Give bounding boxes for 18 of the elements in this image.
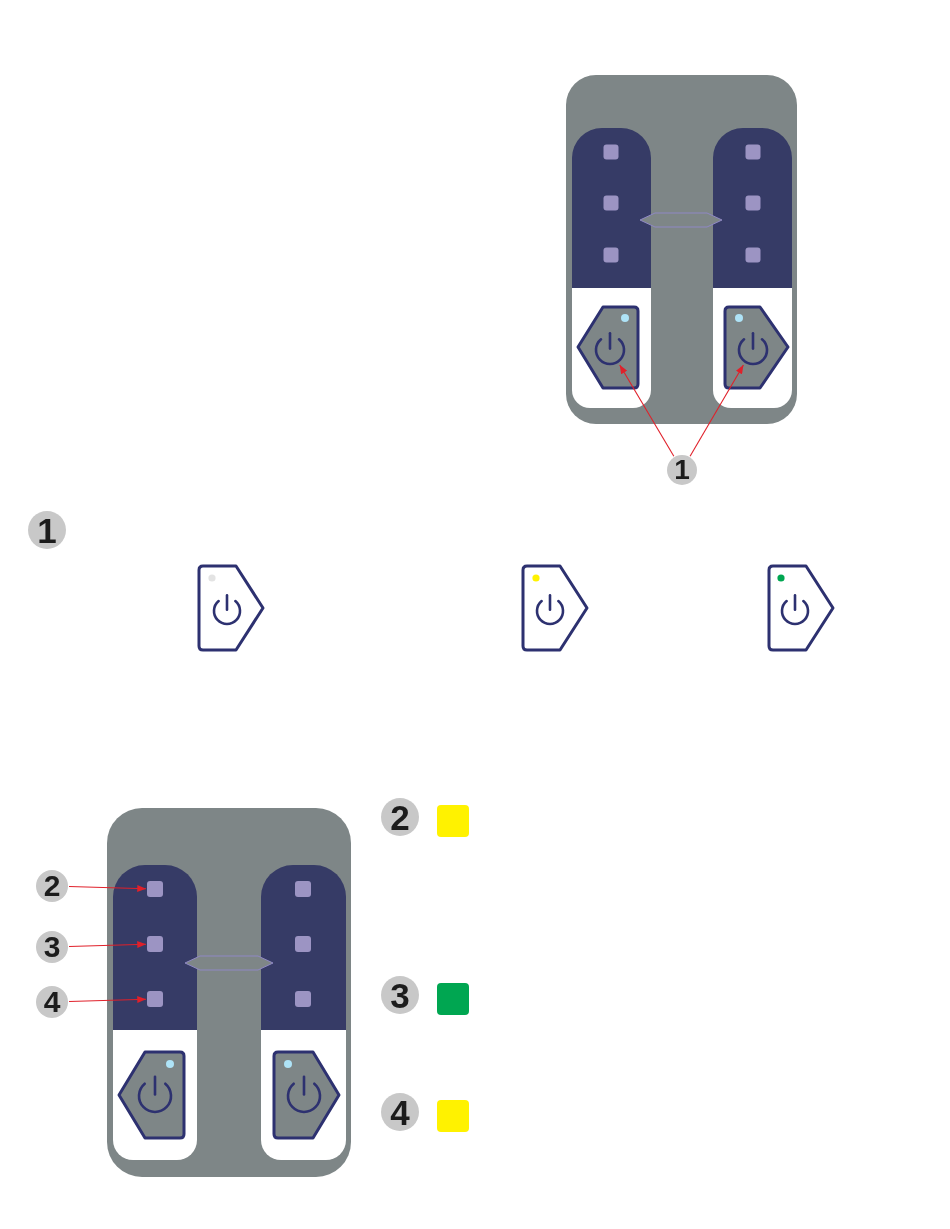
callout-number: 4 xyxy=(381,1093,419,1131)
power-icon xyxy=(737,331,769,366)
callout-number: 1 xyxy=(28,511,66,549)
callout-number: 3 xyxy=(36,931,68,963)
leader-line xyxy=(68,885,147,892)
indicator-light-icon xyxy=(147,991,163,1007)
leader-line xyxy=(619,364,675,457)
callout-number: 3 xyxy=(381,976,419,1014)
callout-number: 2 xyxy=(381,798,419,836)
indicator-light-icon xyxy=(147,936,163,952)
indicator-light-icon xyxy=(147,881,163,897)
callout-number: 1 xyxy=(667,455,697,485)
leader-line xyxy=(68,996,147,1003)
leader-line xyxy=(68,941,147,948)
callout-number: 4 xyxy=(36,986,68,1018)
power-icon xyxy=(594,331,626,366)
leader-line xyxy=(689,364,744,457)
callout-number: 2 xyxy=(36,870,68,902)
